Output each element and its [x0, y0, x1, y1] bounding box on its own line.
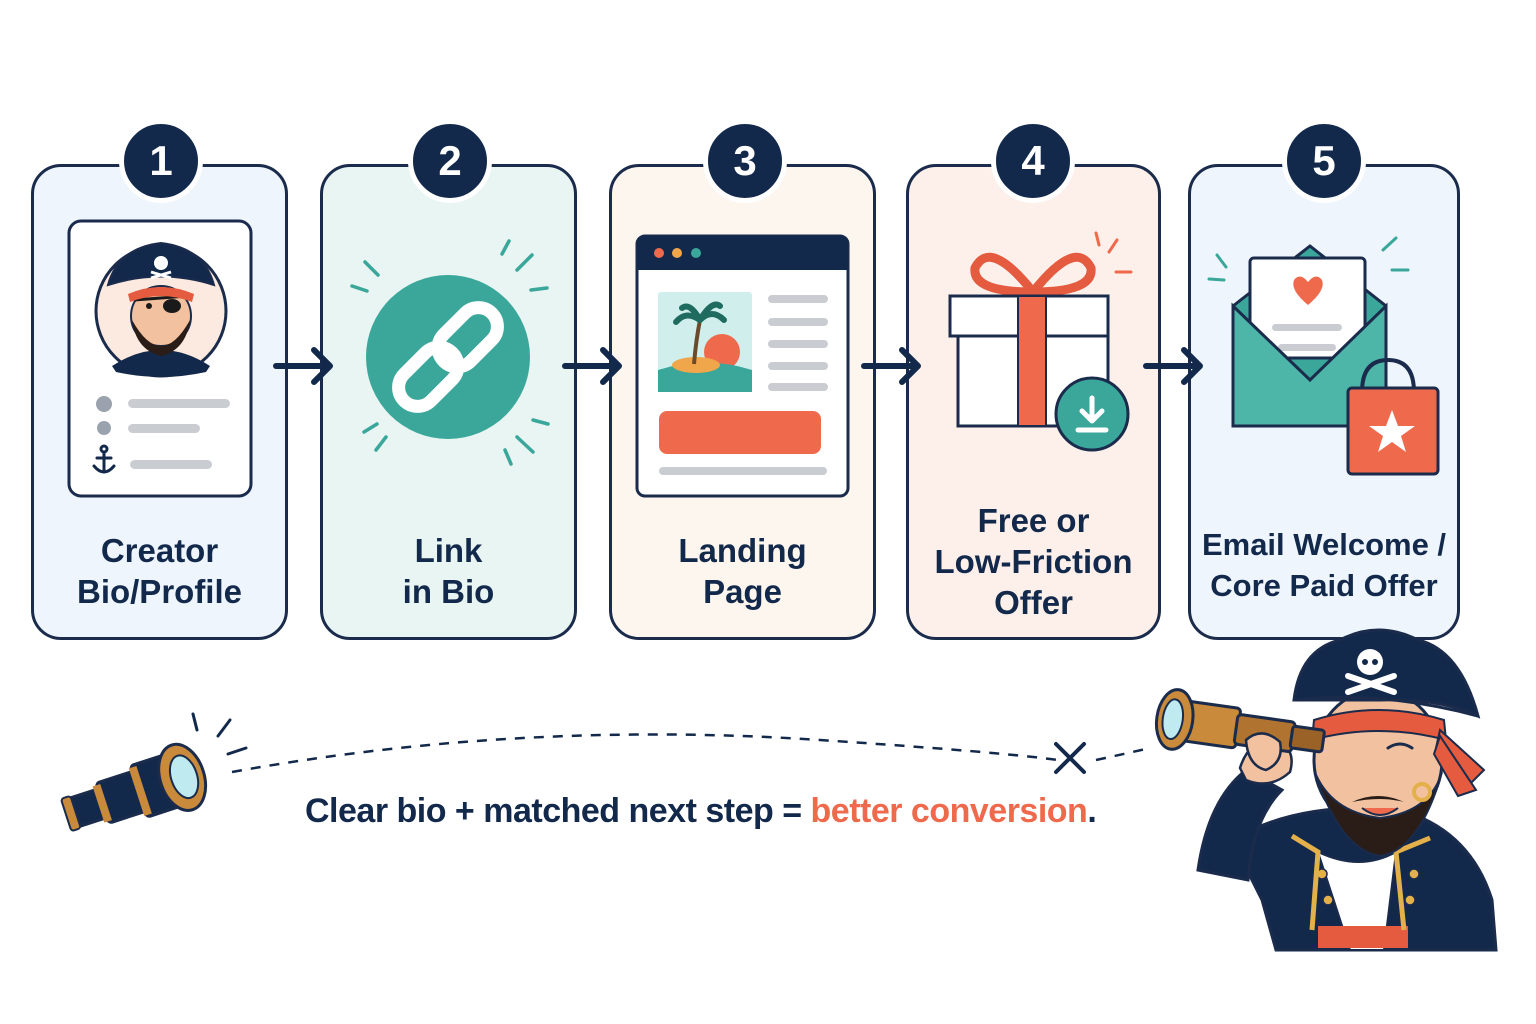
- step-number-badge-4: 4: [991, 119, 1075, 203]
- step-number-badge-3: 3: [703, 119, 787, 203]
- dashed-path: [231, 733, 1059, 774]
- tagline-suffix: .: [1087, 792, 1097, 830]
- step-label-4: Free or Low-Friction Offer: [934, 502, 1133, 621]
- spyglass-icon: [60, 712, 248, 832]
- arrow-right-icon: [562, 347, 622, 385]
- x-mark-icon: [1054, 742, 1086, 774]
- step-number-badge-1: 1: [119, 119, 203, 203]
- step-label-3: Landing Page: [678, 532, 807, 610]
- step-label-1: Creator Bio/Profile: [76, 532, 243, 610]
- step-number-badge-2: 2: [408, 119, 492, 203]
- step-number-badge-5: 5: [1282, 119, 1366, 203]
- tagline-prefix: Clear bio + matched next step =: [305, 792, 811, 830]
- step-label-5: Email Welcome / Core Paid Offer: [1201, 527, 1447, 603]
- pirate-profile-card-icon: [67, 219, 253, 498]
- tagline-highlight: better conversion: [810, 792, 1088, 830]
- arrow-right-icon: [273, 347, 333, 385]
- pirate-with-spyglass-icon: [1154, 628, 1498, 952]
- step-label-2: Link in Bio: [402, 532, 495, 610]
- arrow-right-icon: [1143, 347, 1203, 385]
- gift-box-download-icon: [948, 231, 1133, 452]
- dashed-path-end: [1095, 746, 1151, 762]
- tagline: Clear bio + matched next step = better c…: [305, 792, 1097, 831]
- chain-link-icon: [350, 239, 550, 466]
- browser-landing-page-icon: [635, 234, 850, 498]
- envelope-heart-shopping-bag-icon: [1207, 236, 1440, 476]
- arrow-right-icon: [861, 347, 921, 385]
